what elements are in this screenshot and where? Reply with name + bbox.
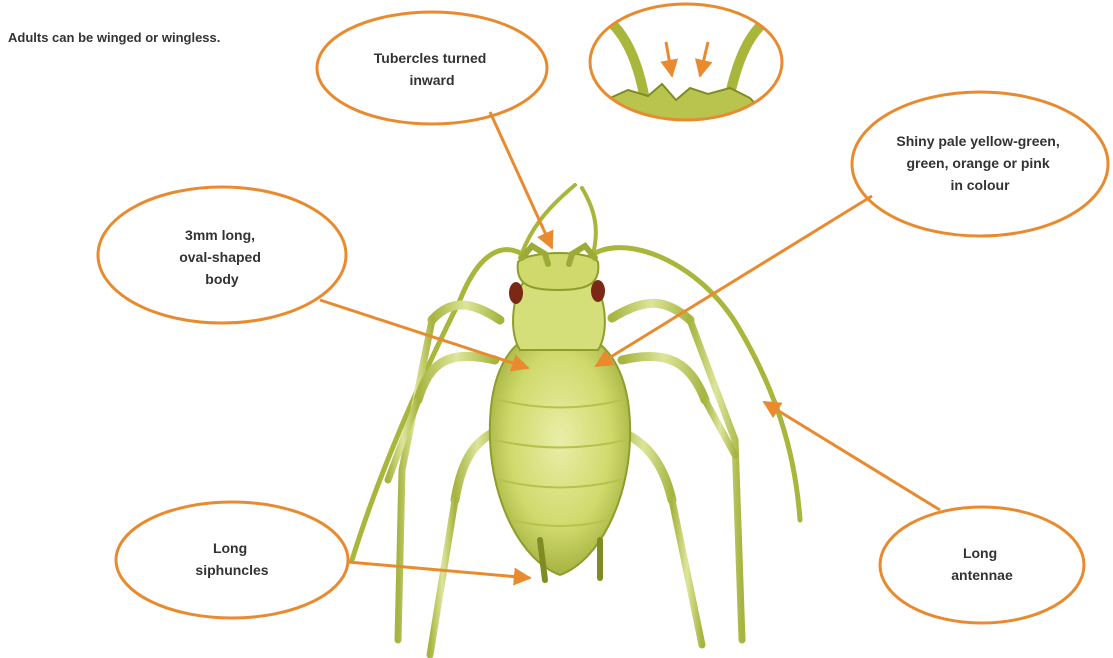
leader-arrow xyxy=(596,196,872,366)
tubercle-inset xyxy=(590,4,782,120)
callout-line: green, orange or pink xyxy=(906,155,1049,171)
callout-colour: Shiny pale yellow-green, green, orange o… xyxy=(596,92,1108,366)
callout-line: inward xyxy=(409,72,454,88)
callout-line: oval-shaped xyxy=(179,249,261,265)
callout-tubercles: Tubercles turned inward xyxy=(317,12,552,248)
callout-body: 3mm long, oval-shaped body xyxy=(98,187,528,368)
callout-line: body xyxy=(205,271,239,287)
callout-line: 3mm long, xyxy=(185,227,255,243)
callout-bubble xyxy=(116,502,348,618)
callout-siphuncles: Long siphuncles xyxy=(116,502,530,618)
eye-left xyxy=(509,282,523,304)
callout-bubble xyxy=(880,507,1084,623)
leader-arrow xyxy=(490,112,552,248)
eye-right xyxy=(591,280,605,302)
aphid-head xyxy=(518,253,599,290)
callout-antennae: Long antennae xyxy=(764,402,1084,623)
callout-line: Long xyxy=(963,545,997,561)
callout-bubble xyxy=(317,12,547,124)
callout-line: antennae xyxy=(951,567,1013,583)
aphid-illustration xyxy=(352,185,800,655)
callout-line: siphuncles xyxy=(195,562,268,578)
callout-line: in colour xyxy=(950,177,1010,193)
callout-line: Shiny pale yellow-green, xyxy=(896,133,1059,149)
callout-line: Tubercles turned xyxy=(374,50,487,66)
callout-line: Long xyxy=(213,540,247,556)
leader-arrow xyxy=(348,562,530,578)
aphid-abdomen xyxy=(490,330,630,575)
